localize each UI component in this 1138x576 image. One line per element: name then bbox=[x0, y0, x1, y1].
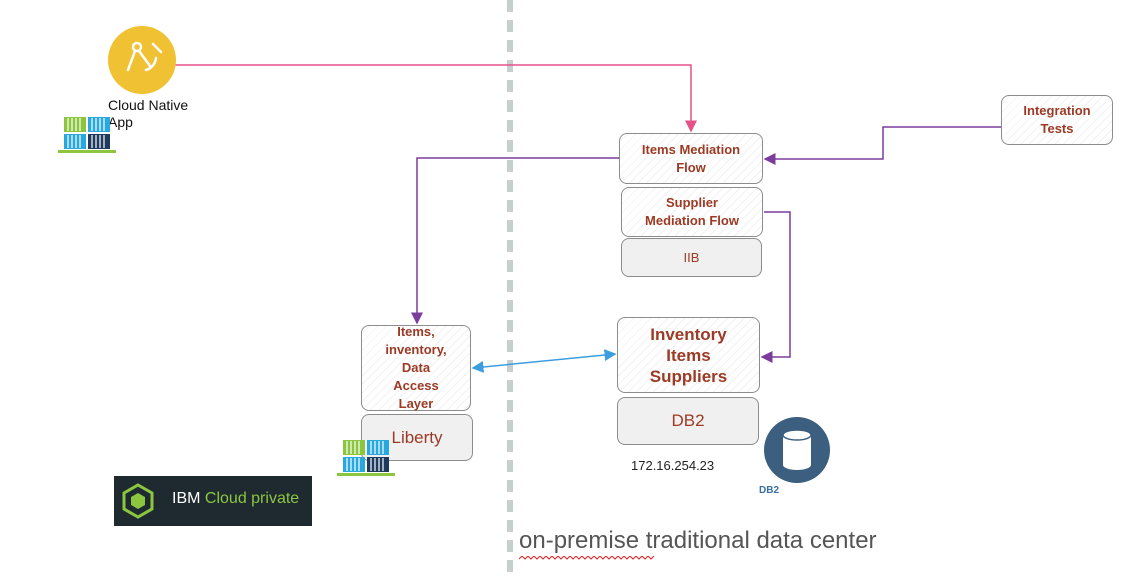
ibm-logo-text: IBM bbox=[172, 490, 201, 507]
liberty-label: Liberty bbox=[391, 427, 443, 447]
tests-to-items-mediation-arrow bbox=[763, 126, 1001, 165]
ibm-cloud-private-logo: IBM Cloud private bbox=[114, 476, 312, 526]
supplier-mediation-flow-box[interactable]: Supplier Mediation Flow bbox=[621, 187, 763, 237]
container-stack-icon bbox=[336, 439, 396, 477]
compass-icon bbox=[108, 26, 176, 94]
items-mediation-flow-label: Items Mediation Flow bbox=[641, 141, 741, 175]
supplier-mediation-flow-label: Supplier Mediation Flow bbox=[645, 195, 739, 228]
datacenter-divider bbox=[507, 0, 513, 576]
data-access-layer-box[interactable]: Items, inventory, Data Access Layer bbox=[361, 324, 471, 411]
container-stack-icon bbox=[57, 116, 117, 154]
items-mediation-flow-box[interactable]: Items Mediation Flow bbox=[619, 133, 763, 184]
db2-icon-label: DB2 bbox=[759, 485, 780, 496]
ip-address: 172.16.254.23 bbox=[631, 458, 715, 473]
iib-box[interactable]: IIB bbox=[621, 238, 762, 277]
app-to-items-mediation-arrow bbox=[170, 64, 697, 133]
database-icon bbox=[759, 416, 837, 484]
dal-inventory-arrow bbox=[471, 349, 617, 373]
items-mediation-to-dal-arrow bbox=[411, 157, 619, 325]
db2-box[interactable]: DB2 bbox=[617, 397, 759, 445]
inventory-items-suppliers-box[interactable]: Inventory Items Suppliers bbox=[617, 317, 760, 393]
ibm-cloud-private-mark-icon bbox=[122, 483, 154, 519]
integration-tests-label: Integration Tests bbox=[1023, 103, 1091, 136]
inventory-items-suppliers-label: Inventory Items Suppliers bbox=[649, 324, 728, 386]
data-access-layer-label: Items, inventory, Data Access Layer bbox=[385, 324, 447, 411]
cloud-native-app-label: Cloud Native App bbox=[108, 97, 189, 130]
spellcheck-underline bbox=[519, 556, 655, 560]
cloud-native-app bbox=[106, 24, 178, 96]
cloud-private-logo-text: Cloud private bbox=[204, 490, 300, 507]
integration-tests-box[interactable]: Integration Tests bbox=[1001, 95, 1113, 145]
supplier-mediation-to-inventory-arrow bbox=[760, 211, 791, 363]
datacenter-caption: on-premise traditional data center bbox=[519, 527, 877, 554]
iib-label: IIB bbox=[683, 250, 700, 265]
liberty-box[interactable]: Liberty bbox=[361, 414, 473, 461]
db2-box-label: DB2 bbox=[671, 411, 705, 430]
